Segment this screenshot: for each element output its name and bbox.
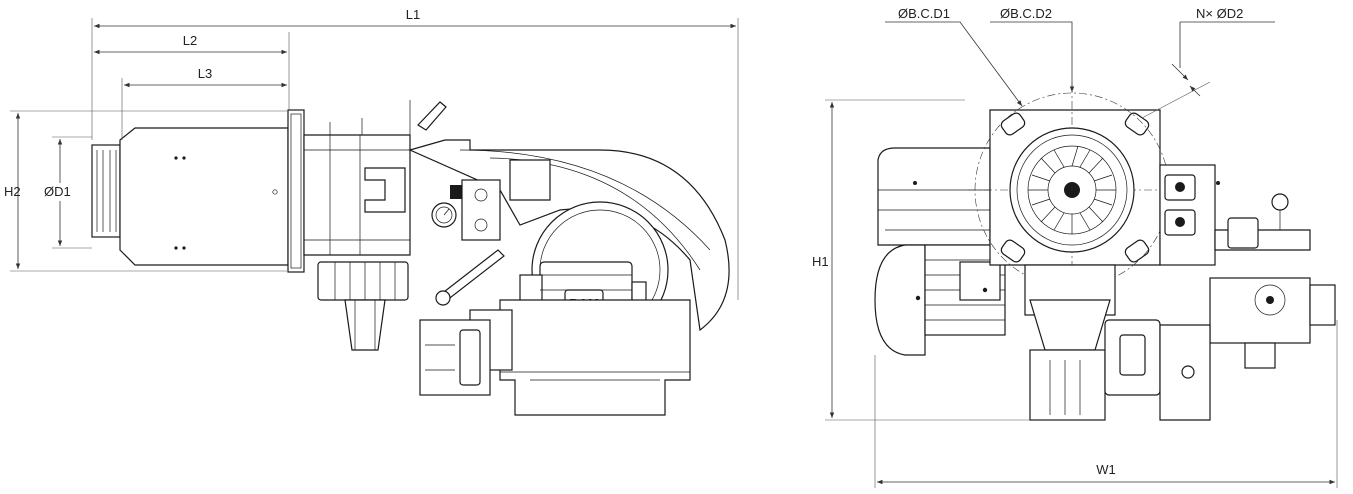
dim-label-nd2: N× ØD2 — [1196, 6, 1243, 21]
dim-label-d1: ØD1 — [44, 184, 71, 199]
swirl-vanes — [1028, 145, 1116, 234]
burner-base — [499, 299, 691, 416]
side-view: BAM L1 L2 L — [4, 7, 739, 416]
dim-label-l1: L1 — [406, 7, 420, 22]
housing-left — [877, 147, 991, 246]
dim-label-h1: H1 — [812, 254, 829, 269]
dim-label-w1: W1 — [1096, 462, 1116, 477]
dimension-lines-front — [825, 21, 1338, 488]
gas-gauge — [1271, 193, 1289, 211]
dim-label-bcd1: ØB.C.D1 — [898, 6, 950, 21]
dim-label-h2: H2 — [4, 184, 21, 199]
dim-label-l3: L3 — [198, 66, 212, 81]
mounting-flange — [287, 109, 305, 273]
dimension-lines-side — [10, 18, 739, 300]
gas-regulator — [1209, 277, 1311, 344]
blast-tube — [119, 127, 289, 266]
dim-label-bcd2: ØB.C.D2 — [1000, 6, 1052, 21]
front-view: H1 W1 ØB.C.D1 ØB.C.D2 N× ØD2 — [812, 6, 1338, 488]
air-damper — [317, 261, 409, 301]
valve-block — [461, 179, 501, 241]
dim-label-l2: L2 — [183, 33, 197, 48]
base-front — [1029, 349, 1106, 421]
burner-neck — [303, 134, 411, 256]
adjust-lever — [417, 101, 447, 131]
motor-front — [874, 244, 926, 356]
